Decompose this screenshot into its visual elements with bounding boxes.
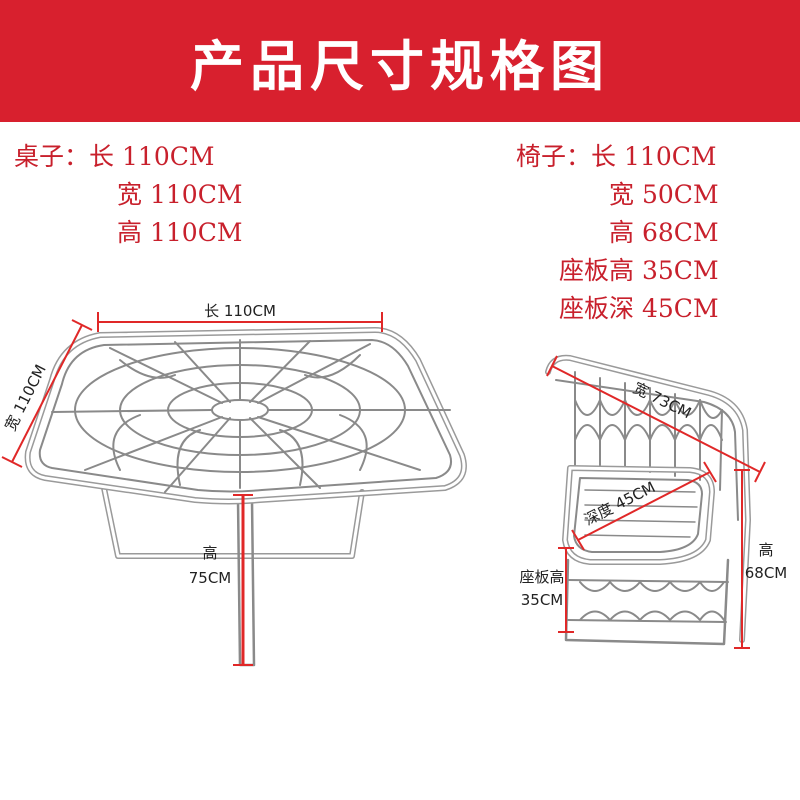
table-height-label-line2: 75CM xyxy=(189,569,232,587)
table-spec-value: 110CM xyxy=(122,142,215,171)
chair-spec-value: 35CM xyxy=(642,256,719,285)
table-spec-row: 高 110CM xyxy=(14,214,242,252)
chair-seat-height-label-line1: 座板高 xyxy=(519,568,564,586)
table-dimension-lines xyxy=(1,312,383,666)
chair-spec-key: 宽 xyxy=(608,180,634,209)
table-illustration xyxy=(24,327,467,667)
chair-spec-row: 座板深 45CM xyxy=(516,290,719,328)
table-length-label: 长 110CM xyxy=(204,302,276,320)
table-spec-key: 高 xyxy=(116,218,142,247)
chair-spec-label: 椅子： xyxy=(516,142,592,171)
chair-dimension-lines xyxy=(546,355,766,649)
page-title: 产品尺寸规格图 xyxy=(190,34,610,98)
chair-seat-height-label-line2: 35CM xyxy=(521,591,564,609)
table-width-label: 宽 110CM xyxy=(1,362,50,434)
chair-height-label-line1: 高 xyxy=(758,541,773,559)
table-spec-value: 110CM xyxy=(150,218,243,247)
table-spec-key: 宽 xyxy=(116,180,142,209)
chair-spec-key: 座板高 xyxy=(558,256,634,285)
chair-spec-value: 45CM xyxy=(642,294,719,323)
table-spec-value: 110CM xyxy=(150,180,243,209)
chair-spec-value: 68CM xyxy=(642,218,719,247)
chair-spec-list: 椅子：长 110CM 宽 50CM 高 68CM 座板高 35CM 座板深 45… xyxy=(516,138,719,328)
chair-spec-key: 长 xyxy=(591,142,617,171)
table-spec-key: 长 xyxy=(89,142,115,171)
chair-spec-key: 座板深 xyxy=(558,294,634,323)
chair-spec-value: 110CM xyxy=(624,142,717,171)
chair-spec-row: 宽 50CM xyxy=(516,176,719,214)
chair-spec-value: 50CM xyxy=(642,180,719,209)
header-banner: 产品尺寸规格图 xyxy=(0,0,800,122)
chair-spec-key: 高 xyxy=(608,218,634,247)
table-spec-list: 桌子：长 110CM 宽 110CM 高 110CM xyxy=(14,138,242,252)
table-spec-row: 桌子：长 110CM xyxy=(14,138,242,176)
table-height-label-line1: 高 xyxy=(202,544,217,562)
table-spec-label: 桌子： xyxy=(14,142,90,171)
table-spec-row: 宽 110CM xyxy=(14,176,242,214)
chair-spec-row: 座板高 35CM xyxy=(516,252,719,290)
chair-spec-row: 高 68CM xyxy=(516,214,719,252)
chair-spec-row: 椅子：长 110CM xyxy=(516,138,719,176)
chair-height-label-line2: 68CM xyxy=(745,564,788,582)
